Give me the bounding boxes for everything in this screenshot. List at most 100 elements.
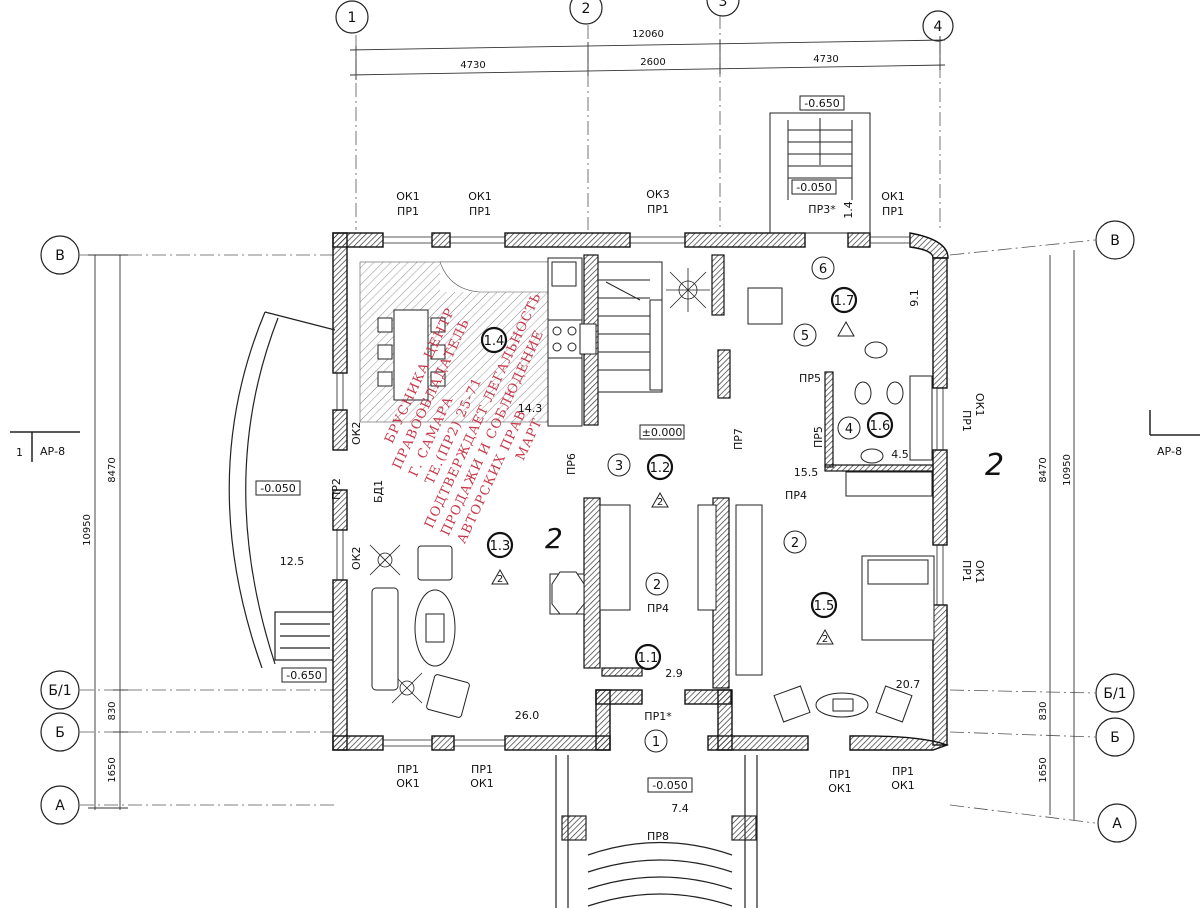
svg-text:3: 3 <box>719 0 728 10</box>
revision-mark: 2 <box>497 574 503 585</box>
svg-text:6: 6 <box>819 262 827 277</box>
left-dimensions <box>88 254 128 810</box>
svg-text:ПР1: ПР1 <box>397 205 419 218</box>
dim-top-1: 4730 <box>460 60 485 71</box>
row-bubble-left-b: Б <box>40 712 80 752</box>
handwritten-note: 2 <box>545 522 563 555</box>
terrace-area: 12.5 <box>280 555 305 568</box>
room-number-2: 2 <box>645 572 669 596</box>
svg-text:1.3: 1.3 <box>490 539 511 554</box>
svg-text:1.5: 1.5 <box>814 599 835 614</box>
svg-text:ОК1: ОК1 <box>396 777 419 790</box>
svg-text:ПР5: ПР5 <box>799 372 821 385</box>
axis-bubble-3: 3 <box>706 0 740 17</box>
room-number-6: 6 <box>811 256 835 280</box>
svg-text:Б: Б <box>55 725 65 741</box>
row-bubble-right-v: В <box>1095 220 1135 260</box>
svg-text:-0.050: -0.050 <box>652 779 687 792</box>
opening-labels: ОК1 ПР1 ОК1 ПР1 ОК3 ПР1 ОК1 ПР1 ПР1 ОК1 … <box>330 188 986 843</box>
svg-text:ОК2: ОК2 <box>350 422 363 445</box>
terrace <box>228 311 336 669</box>
svg-text:-0.650: -0.650 <box>804 97 839 110</box>
section-mark-right: АР-8 <box>1149 410 1200 458</box>
stair-landing-value: 1.4 <box>842 201 855 219</box>
svg-text:-0.050: -0.050 <box>260 482 295 495</box>
dim-left-main: 8470 <box>107 457 118 482</box>
svg-text:ОК1: ОК1 <box>891 779 914 792</box>
svg-text:±0.000: ±0.000 <box>642 426 683 439</box>
svg-text:ПР1: ПР1 <box>882 205 904 218</box>
svg-text:15.5: 15.5 <box>794 466 819 479</box>
living-room-furniture <box>371 545 585 718</box>
svg-text:26.0: 26.0 <box>515 709 540 722</box>
dim-overall-top: 12060 <box>632 29 664 40</box>
room-code-1-4: 1.4 14.3 <box>480 326 542 415</box>
row-bubble-right-b1: Б/1 <box>1095 673 1135 713</box>
top-dimensions <box>349 36 946 80</box>
row-bubble-left-a: А <box>40 785 80 825</box>
ceiling-light-icon <box>666 268 710 312</box>
dim-top-3: 4730 <box>813 54 838 65</box>
right-dimensions <box>1049 250 1075 820</box>
svg-text:ПР2: ПР2 <box>330 478 343 500</box>
svg-text:1.1: 1.1 <box>638 651 659 666</box>
entrance-porch <box>555 755 758 908</box>
dim-top-2: 2600 <box>640 57 665 68</box>
svg-text:4: 4 <box>845 422 853 437</box>
kitchen-counter <box>547 257 597 427</box>
svg-text:2: 2 <box>653 578 661 593</box>
svg-text:ПР1: ПР1 <box>829 768 851 781</box>
svg-text:А: А <box>55 798 65 814</box>
svg-text:ПР1: ПР1 <box>647 203 669 216</box>
svg-text:ПР1*: ПР1* <box>644 710 672 723</box>
svg-text:ПР1: ПР1 <box>469 205 491 218</box>
svg-text:БД1: БД1 <box>372 480 385 503</box>
elevation-marks: -0.650 -0.050 ±0.000 -0.050 -0.650 -0.05… <box>255 95 845 793</box>
dim-right-a: 1650 <box>1038 757 1049 782</box>
rear-stair <box>769 112 871 234</box>
dim-right-total: 10950 <box>1062 454 1073 486</box>
svg-text:Б/1: Б/1 <box>1103 686 1126 702</box>
room-code-1-1: 1.1 2.9 <box>634 643 683 680</box>
svg-text:-0.050: -0.050 <box>796 181 831 194</box>
svg-text:А: А <box>1112 816 1122 832</box>
dim-left-b1: 830 <box>107 701 118 720</box>
revision-triangles <box>491 320 855 645</box>
svg-text:ПР1: ПР1 <box>397 763 419 776</box>
dining-table <box>377 309 446 401</box>
svg-text:1.6: 1.6 <box>870 419 891 434</box>
room-code-1-7: 1.7 9.1 <box>830 286 921 314</box>
svg-text:ОК1: ОК1 <box>828 782 851 795</box>
svg-text:ОК1: ОК1 <box>470 777 493 790</box>
windows <box>336 236 944 747</box>
axis-bubble-1: 1 <box>335 0 369 34</box>
bedroom-furniture <box>773 555 935 723</box>
closets <box>599 471 933 676</box>
svg-text:ОК1: ОК1 <box>973 560 986 583</box>
bathroom-fixtures <box>747 287 933 464</box>
room-code-1-5: 1.5 20.7 <box>810 591 920 691</box>
row-bubble-left-b1: Б/1 <box>40 670 80 710</box>
exterior-walls <box>332 232 950 751</box>
svg-text:1: 1 <box>652 735 660 750</box>
dim-left-total: 10950 <box>82 514 93 546</box>
svg-text:1: 1 <box>16 446 23 459</box>
svg-text:ПР7: ПР7 <box>732 428 745 450</box>
svg-text:5: 5 <box>801 329 809 344</box>
svg-text:2: 2 <box>791 536 799 551</box>
svg-text:4: 4 <box>934 19 943 35</box>
svg-text:ПР4: ПР4 <box>785 489 807 502</box>
svg-text:9.1: 9.1 <box>908 289 921 307</box>
svg-text:ОК1: ОК1 <box>468 190 491 203</box>
svg-text:В: В <box>1110 233 1120 249</box>
axis-bubble-2: 2 <box>569 0 603 25</box>
row-bubble-right-a: А <box>1097 803 1137 843</box>
svg-text:В: В <box>55 248 65 264</box>
svg-text:ПР1: ПР1 <box>471 763 493 776</box>
row-bubble-right-b: Б <box>1095 717 1135 757</box>
svg-text:ПР6: ПР6 <box>565 453 578 475</box>
room-number-4: 4 <box>837 416 861 440</box>
room-number-1: 1 <box>644 729 668 753</box>
row-bubble-left-v: В <box>40 235 80 275</box>
